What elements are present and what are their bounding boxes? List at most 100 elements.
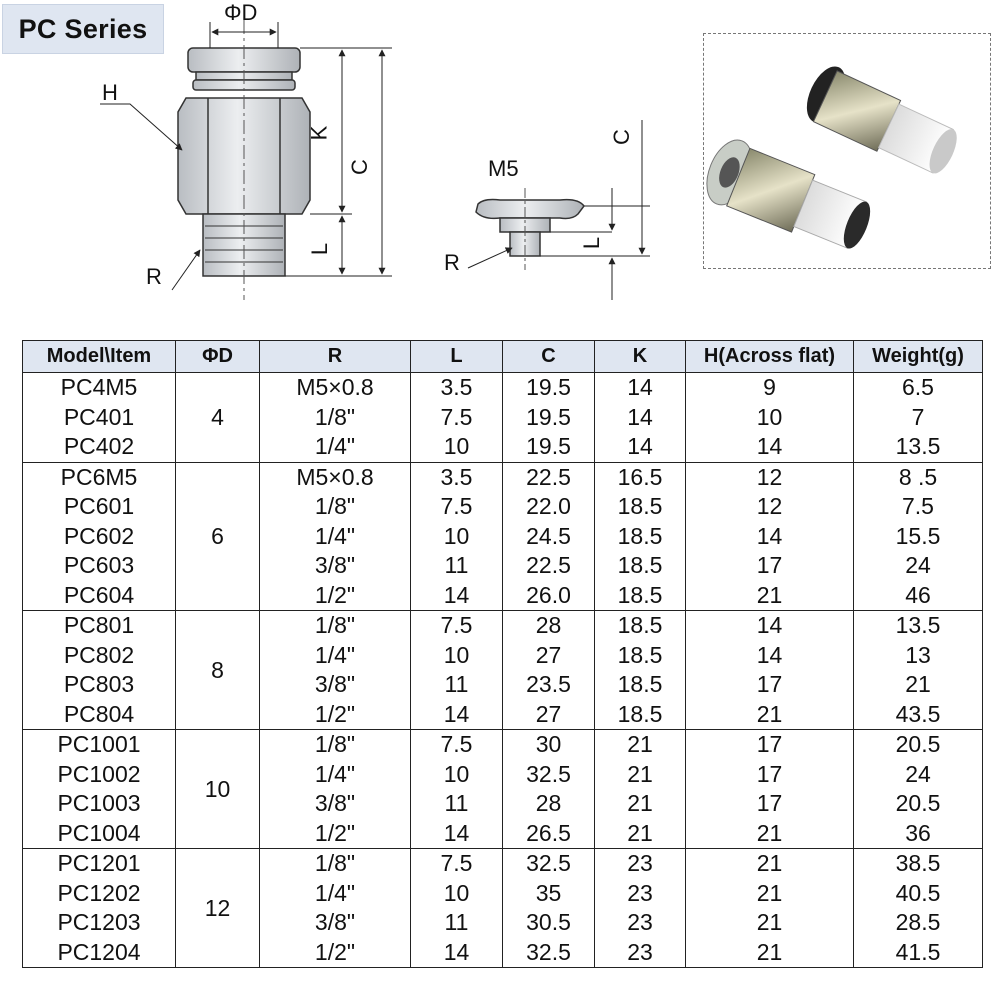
cell-weight: 15.5 [853,521,983,551]
cell-l: 10 [410,640,503,670]
cell-k: 18.5 [594,699,686,730]
col-header-r: R [259,340,411,373]
cell-c: 32.5 [502,937,595,968]
cell-model: PC1202 [22,878,176,908]
cell-l: 7.5 [410,402,503,432]
dim-label-c: C [346,159,372,175]
cell-c: 27 [502,640,595,670]
col-header-weight: Weight(g) [853,340,983,373]
cell-h: 21 [685,878,854,908]
cell-model: PC6M5 [22,461,176,492]
cell-l: 14 [410,699,503,730]
cell-l: 7.5 [410,848,503,879]
cell-c: 28 [502,789,595,819]
cell-c: 30.5 [502,908,595,938]
cell-h: 14 [685,610,854,641]
cell-od: 8 [175,610,260,730]
dim-label-m5: M5 [488,156,519,181]
cell-weight: 21 [853,670,983,700]
cell-model: PC1201 [22,848,176,879]
cell-r: 3/8" [259,908,411,938]
cell-h: 10 [685,402,854,432]
col-header-od: ΦD [175,340,260,373]
cell-weight: 24 [853,551,983,581]
cell-weight: 20.5 [853,729,983,760]
cell-c: 19.5 [502,432,595,462]
cell-model: PC1203 [22,908,176,938]
cell-k: 18.5 [594,670,686,700]
cell-c: 32.5 [502,848,595,879]
col-header-h: H(Across flat) [685,340,854,373]
cell-weight: 40.5 [853,878,983,908]
cell-r: 1/4" [259,432,411,462]
cell-h: 21 [685,848,854,879]
cell-r: 1/8" [259,610,411,641]
m5-fitting-view [475,198,585,257]
dim-label-h: H [102,80,118,105]
cell-h: 17 [685,789,854,819]
cell-h: 17 [685,759,854,789]
cell-weight: 20.5 [853,789,983,819]
cell-c: 22.0 [502,492,595,522]
cell-od: 10 [175,729,260,849]
cell-model: PC1004 [22,818,176,849]
cell-k: 16.5 [594,461,686,492]
cell-k: 14 [594,402,686,432]
page-title: PC Series [2,4,164,54]
cell-c: 30 [502,729,595,760]
cell-k: 18.5 [594,610,686,641]
cell-k: 23 [594,908,686,938]
cell-weight: 8 .5 [853,461,983,492]
cell-k: 18.5 [594,521,686,551]
cell-h: 21 [685,699,854,730]
cell-l: 10 [410,878,503,908]
cell-od: 6 [175,461,260,611]
cell-r: 3/8" [259,789,411,819]
cell-l: 14 [410,580,503,611]
dim-label-c-m5: C [608,129,634,145]
dim-label-l: L [307,242,333,256]
cell-r: M5×0.8 [259,372,411,403]
cell-h: 21 [685,818,854,849]
cell-c: 35 [502,878,595,908]
cell-l: 11 [410,789,503,819]
cell-od: 12 [175,848,260,968]
dim-label-r: R [146,264,162,289]
cell-h: 17 [685,670,854,700]
cell-k: 18.5 [594,492,686,522]
col-header-model: Model\Item [22,340,176,373]
cell-model: PC4M5 [22,372,176,403]
cell-k: 21 [594,789,686,819]
product-photo-frame [703,33,991,269]
cell-model: PC1002 [22,759,176,789]
cell-r: 1/8" [259,492,411,522]
product-photo [706,66,957,249]
cell-c: 19.5 [502,402,595,432]
cell-r: 1/2" [259,699,411,730]
cell-h: 21 [685,937,854,968]
cell-weight: 7 [853,402,983,432]
cell-weight: 38.5 [853,848,983,879]
cell-r: 1/2" [259,818,411,849]
cell-h: 12 [685,492,854,522]
cell-k: 23 [594,937,686,968]
cell-od: 4 [175,372,260,463]
cell-l: 3.5 [410,461,503,492]
spec-table: Model\Item ΦD R L C K H(Across flat) Wei… [22,340,983,968]
cell-c: 28 [502,610,595,641]
col-header-l: L [410,340,503,373]
cell-c: 19.5 [502,372,595,403]
cell-k: 14 [594,432,686,462]
cell-l: 10 [410,759,503,789]
